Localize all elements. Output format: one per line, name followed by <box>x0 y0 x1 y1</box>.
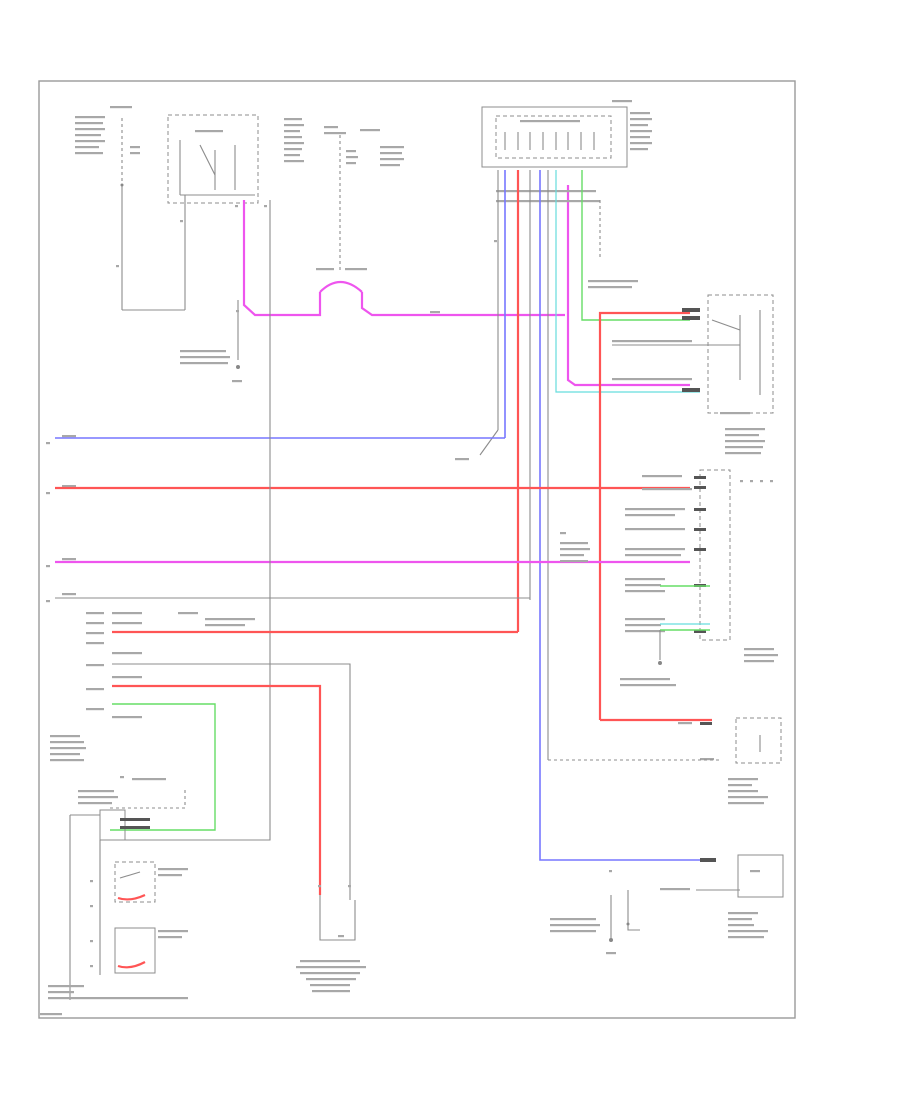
junction-downlines <box>455 170 700 861</box>
switch-panel-bottom-left <box>48 776 188 1000</box>
label-cluster-relay <box>284 118 404 270</box>
ground-top-left <box>180 300 242 383</box>
switch-assembly-right-upper <box>598 294 774 720</box>
connector-left-middle <box>50 612 518 900</box>
footer-mark <box>40 1013 62 1016</box>
horizontal-bus-wires <box>46 435 690 603</box>
ecu-relay-top <box>167 114 267 310</box>
actuator-bottom-center <box>296 885 366 993</box>
fuse-block-top-left <box>75 106 185 311</box>
junction-pins <box>504 132 595 150</box>
ground-bottom-center-right <box>550 870 640 955</box>
ground-sensor-right <box>548 717 782 805</box>
diagram-frame <box>38 80 796 1019</box>
sensor-label-center <box>560 532 590 563</box>
control-module-right-middle <box>620 469 778 687</box>
magenta-wire-top <box>242 185 690 387</box>
motor-assembly-right-lower <box>660 854 784 939</box>
left-vertical-wires <box>110 200 271 841</box>
